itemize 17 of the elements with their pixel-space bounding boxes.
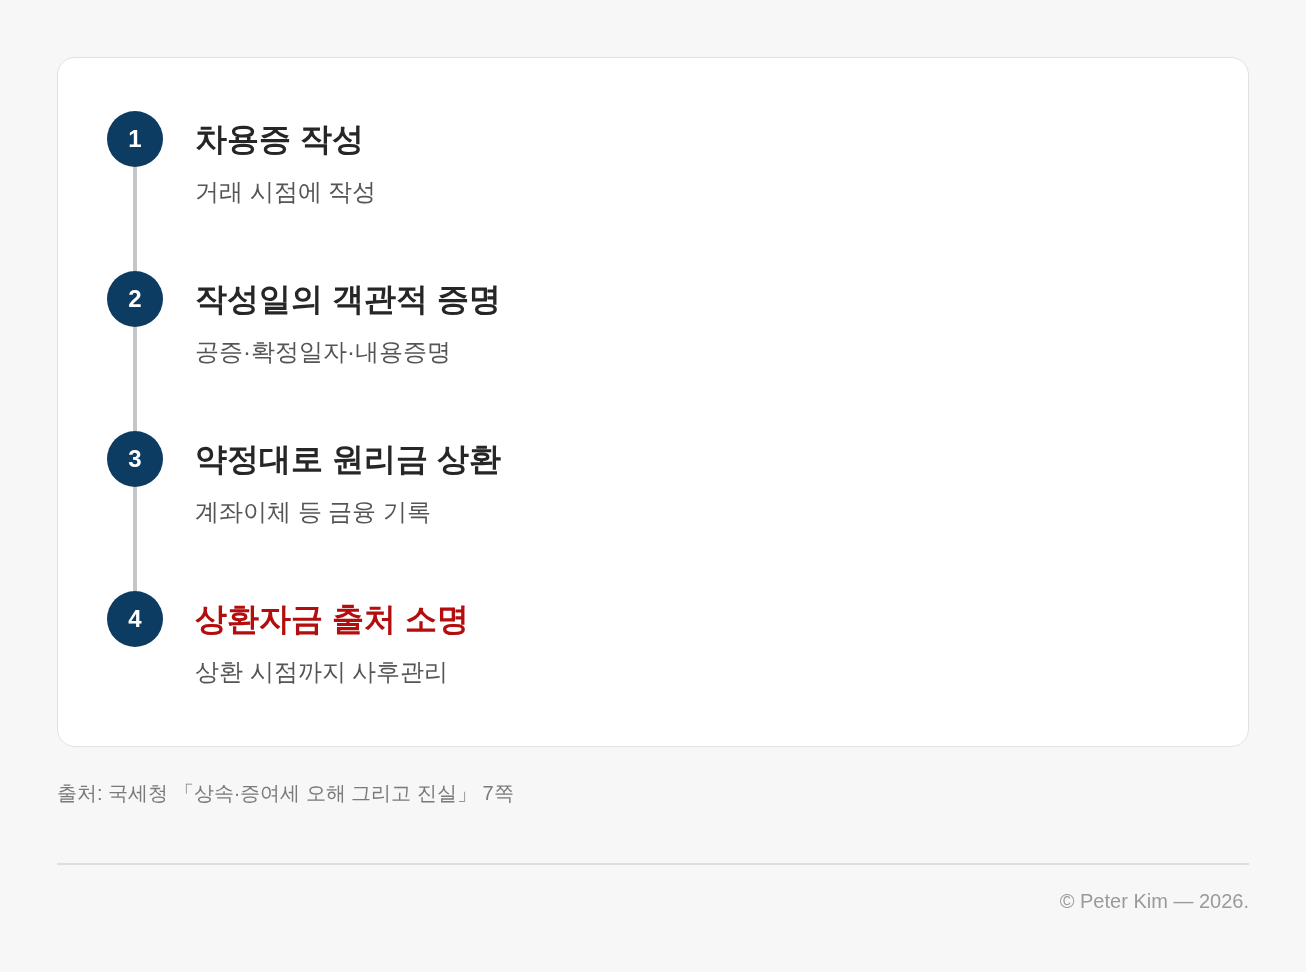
step-number-marker: 3: [107, 431, 163, 487]
step-number-marker: 4: [107, 591, 163, 647]
step-description: 공증·확정일자·내용증명: [195, 337, 451, 367]
copyright-notice: © Peter Kim — 2026.: [1059, 888, 1249, 914]
connector-line: [133, 327, 137, 431]
step-title: 상환자금 출처 소명: [195, 600, 469, 639]
step-title: 약정대로 원리금 상환: [195, 440, 501, 479]
source-note: 출처: 국세청 「상속·증여세 오해 그리고 진실」 7쪽: [57, 781, 514, 806]
step-number-marker: 1: [107, 111, 163, 167]
connector-line: [133, 487, 137, 591]
step-description: 상환 시점까지 사후관리: [195, 657, 449, 687]
step-number-marker: 2: [107, 271, 163, 327]
step-description: 계좌이체 등 금융 기록: [195, 497, 431, 527]
step-title: 작성일의 객관적 증명: [195, 280, 501, 319]
connector-line: [133, 167, 137, 271]
step-description: 거래 시점에 작성: [195, 177, 377, 207]
step-title: 차용증 작성: [195, 120, 364, 159]
